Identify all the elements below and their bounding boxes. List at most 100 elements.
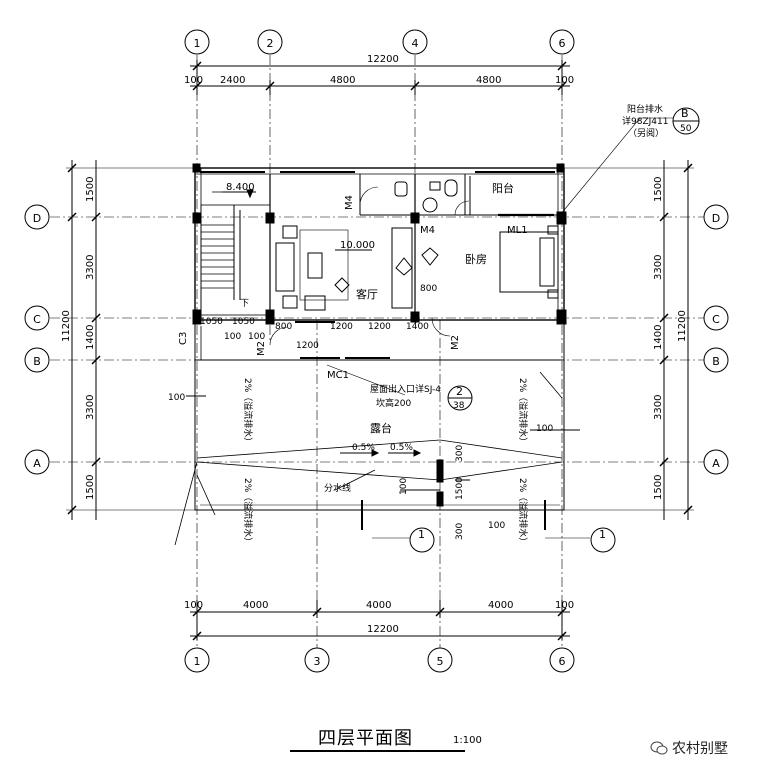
inner-dim-11: 100 [536,424,553,434]
room-terrace: 露台 [370,421,392,435]
ref-2-sheet: 38 [453,401,465,411]
window-c3: C3 [178,332,189,345]
drain-pipe-4: 2%（溢流排水） [517,478,529,546]
inner-dim-1: 1050 [232,317,255,327]
inner-dim-12: 300 [455,445,465,462]
dim-top-1: 2400 [220,75,245,86]
axis-bottom-1-circle [184,647,210,673]
inner-dim-4: 800 [275,322,292,332]
axis-left-D: D [33,212,41,225]
dim-bottom-1: 4000 [243,600,268,611]
dim-bottom-3: 4000 [488,600,513,611]
axis-bottom-3-circle [304,647,330,673]
drawing-scale: 1:100 [453,735,482,746]
inner-dim-0: 1050 [200,317,223,327]
axis-top-6-circle [549,29,575,55]
dim-left-2: 3300 [85,255,96,280]
door-m4a: M4 [344,195,355,210]
axis-left-C: C [33,313,41,326]
title-underline [290,750,465,752]
axis-top-4-circle [402,29,428,55]
axis-top-1-circle [184,29,210,55]
inner-dim-13: 1500 [455,477,465,500]
axis-left-B: B [33,355,41,368]
note-balcony-drain: 阳台排水 [627,103,663,115]
axis-right-B: B [712,355,720,368]
inner-dim-9: 800 [420,284,437,294]
slope-right: 0.5% [390,443,413,453]
axis-top-6: 6 [559,37,566,50]
dim-top-0: 100 [184,75,203,86]
drain-pipe-2: 2%（溢流排水） [517,378,529,446]
axis-bottom-1: 1 [194,655,201,668]
dim-left-4: 3300 [85,395,96,420]
inner-dim-8: 1200 [296,341,319,351]
door-ml1: ML1 [507,225,528,236]
note-balcony-drain-ref: 详98ZJ411 [622,115,668,127]
axis-top-4: 4 [412,37,419,50]
axis-top-1: 1 [194,37,201,50]
axis-bottom-5-circle [427,647,453,673]
note-stair-down: 下 [240,299,249,309]
dim-right-4: 3300 [653,395,664,420]
door-mc1: MC1 [327,370,349,381]
dim-right-5: 1500 [653,475,664,500]
elevation-floor: 10.000 [340,240,375,251]
inner-dim-7: 1400 [406,322,429,332]
ref-b-sheet: 50 [680,124,692,134]
wechat-icon [650,741,668,755]
axis-right-A: A [712,457,720,470]
dim-left-3: 1400 [85,325,96,350]
dim-bottom-2: 4000 [366,600,391,611]
axis-bottom-6-circle [549,647,575,673]
dim-right-0: 1500 [653,177,664,202]
drain-pipe-3: 2%（溢流排水） [242,478,254,546]
ref-2-label: 2 [456,385,463,398]
door-m2b: M2 [450,335,461,350]
section-1a-label: 1 [418,528,425,541]
axis-left-B-circle [24,347,50,373]
drawing-title: 四层平面图 [318,728,413,749]
dim-bottom-4: 100 [555,600,574,611]
ref-b-label: B [681,107,689,120]
axis-top-2-circle [257,29,283,55]
axis-top-2: 2 [267,37,274,50]
dim-left-5: 1500 [85,475,96,500]
inner-dim-16: 100 [399,478,409,495]
axis-left-A-circle [24,449,50,475]
axis-bottom-5: 5 [437,655,444,668]
dim-top-2: 4800 [330,75,355,86]
dim-top-4: 100 [555,75,574,86]
dim-left-total: 11200 [61,310,72,342]
note-roof-exit-sub: 坎高200 [376,397,411,409]
door-m2a: M2 [256,341,267,356]
slope-left: 0.5% [352,443,375,453]
note-balcony-drain-sub: （另阅） [628,128,664,139]
section-1b-label: 1 [599,528,606,541]
inner-dim-14: 300 [455,523,465,540]
axis-bottom-6: 6 [559,655,566,668]
room-bedroom: 卧房 [465,253,487,266]
room-living: 客厅 [356,287,378,301]
inner-dim-15: 100 [488,521,505,531]
axis-bottom-3: 3 [314,655,321,668]
dim-bottom-total: 12200 [367,624,399,635]
room-balcony: 阳台 [492,181,514,195]
note-divide-line: 分水线 [324,482,351,494]
watermark: 农村别墅 [650,738,728,758]
watermark-text: 农村别墅 [672,741,728,757]
axis-right-D: D [712,212,720,225]
axis-right-D-circle [703,204,729,230]
dim-left-0: 1500 [85,177,96,202]
note-roof-exit: 屋面出入口详SJ-4 [370,383,441,395]
drain-pipe-1: 2%（溢流排水） [242,378,254,446]
inner-dim-3: 100 [248,332,265,342]
dim-top-total: 12200 [367,54,399,65]
door-m4b: M4 [420,225,435,236]
axis-right-B-circle [703,347,729,373]
axis-right-C: C [712,313,720,326]
dim-bottom-0: 100 [184,600,203,611]
axis-right-A-circle [703,449,729,475]
axis-left-D-circle [24,204,50,230]
